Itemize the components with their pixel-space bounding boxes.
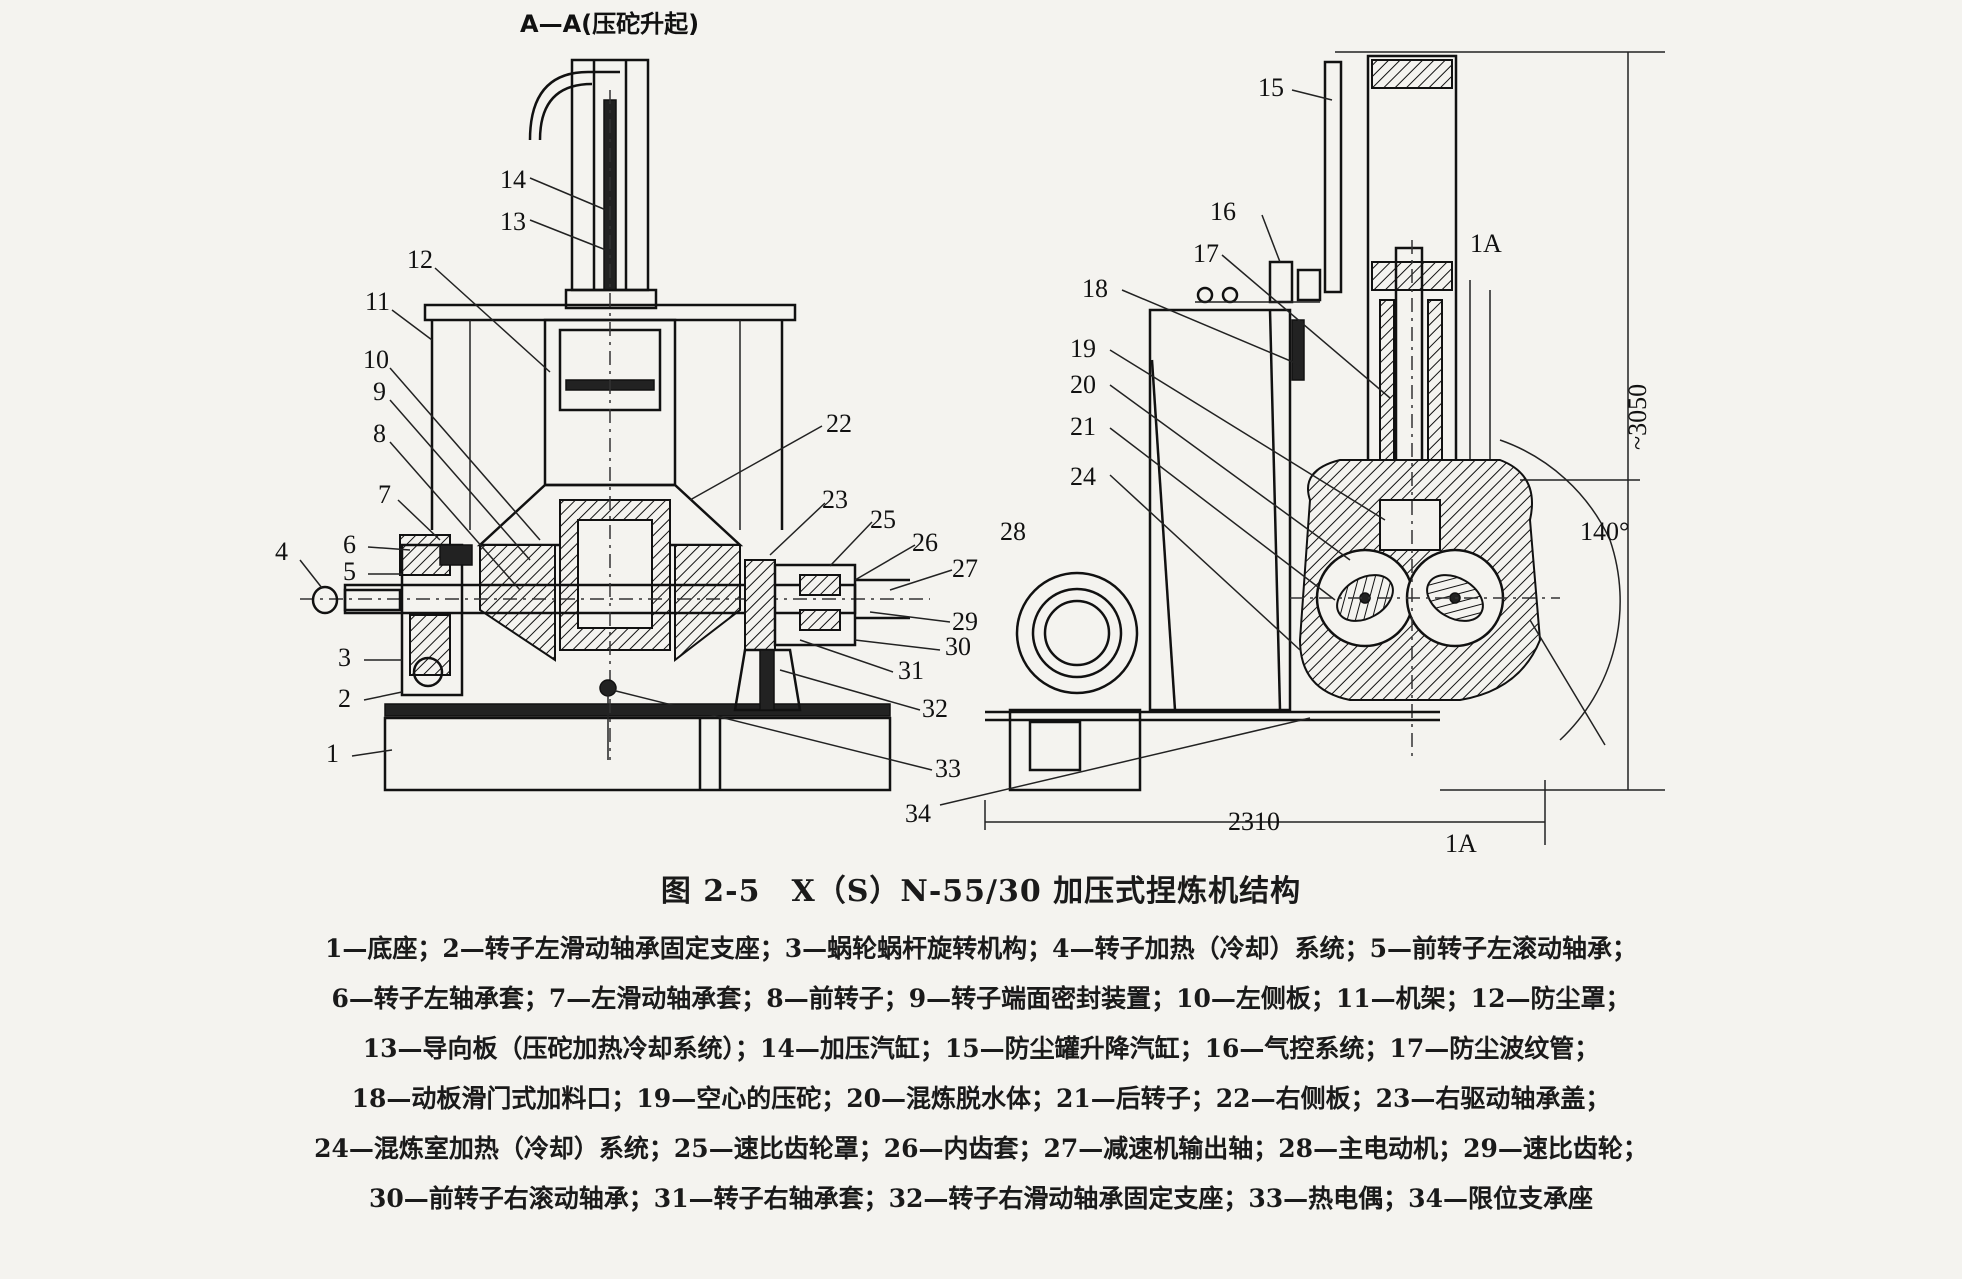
callout-label: 13	[500, 207, 526, 236]
callout-label: 24	[1070, 462, 1096, 491]
main-motor	[1015, 571, 1139, 695]
legend-line: 18—动板滑门式加料口；19—空心的压砣；20—混炼脱水体；21—后转子；22—…	[351, 1084, 1611, 1113]
base-plate	[384, 703, 891, 717]
callout-label: 23	[822, 485, 848, 514]
worm-gear	[412, 656, 444, 688]
heating-inlet	[311, 585, 339, 615]
callout-label: 16	[1210, 197, 1236, 226]
legend-line: 6—转子左轴承套；7—左滑动轴承套；8—前转子；9—转子端面密封装置；10—左侧…	[331, 984, 1631, 1013]
machine-drawing: A—A(压砣升起)	[275, 10, 1665, 858]
legend-line: 24—混炼室加热（冷却）系统；25—速比齿轮罩；26—内齿套；27—减速机输出轴…	[314, 1134, 1648, 1163]
legend-line: 13—导向板（压砣加热冷却系统）；14—加压汽缸；15—防尘罐升降汽缸；16—气…	[362, 1034, 1600, 1063]
callout-label: 15	[1258, 73, 1284, 102]
callout-label: 30	[945, 632, 971, 661]
right-bearing-seat	[733, 648, 802, 712]
callout-label: 29	[952, 607, 978, 636]
callout-label: 1	[326, 739, 339, 768]
callout-label: 8	[373, 419, 386, 448]
right-bearing-cover	[744, 559, 776, 651]
callout-label: 9	[373, 377, 386, 406]
callout-label: 6	[343, 530, 356, 559]
callout-label: 21	[1070, 412, 1096, 441]
angle-label: 140°	[1580, 517, 1629, 546]
left-section-view: A—A(压砣升起)	[300, 10, 930, 792]
base	[383, 716, 892, 792]
callout-label: 4	[275, 537, 288, 566]
callout-label: 7	[378, 480, 391, 509]
parts-legend: 1—底座；2—转子左滑动轴承固定支座；3—蜗轮蜗杆旋转机构；4—转子加热（冷却）…	[0, 924, 1962, 1224]
callout-label: 27	[952, 554, 978, 583]
callout-label: 2	[338, 684, 351, 713]
callout-label: 28	[1000, 517, 1026, 546]
figure-caption: 图 2-5 X（S）N-55/30 加压式捏炼机结构	[660, 874, 1302, 909]
dust-cover-cylinder	[1323, 60, 1343, 294]
callout-label: 18	[1082, 274, 1108, 303]
air-control-valve	[1268, 260, 1294, 304]
legend-line: 1—底座；2—转子左滑动轴承固定支座；3—蜗轮蜗杆旋转机构；4—转子加热（冷却）…	[325, 934, 1637, 963]
right-callouts: 15 16 17 18 19 20 21 24 28 34	[905, 73, 1391, 828]
legend-line: 30—前转子右滚动轴承；31—转子右轴承套；32—转子右滑动轴承固定支座；33—…	[369, 1184, 1593, 1213]
callout-label: 12	[407, 245, 433, 274]
section-title: A—A(压砣升起)	[520, 10, 699, 38]
callout-label: 5	[343, 557, 356, 586]
callout-label: 22	[826, 409, 852, 438]
callout-label: 33	[935, 754, 961, 783]
left-bearing-seat	[400, 543, 464, 697]
side-frame	[1148, 308, 1292, 712]
callout-label: 20	[1070, 370, 1096, 399]
height-dimension: ~3050	[1623, 384, 1652, 450]
section-mark-top: 1A	[1470, 229, 1502, 258]
callout-label: 10	[363, 345, 389, 374]
left-callouts: 14 13 12 11 10 9 8 7 6 5 4 3 2 1 22 23 2…	[275, 165, 978, 783]
callout-label: 11	[365, 287, 390, 316]
callout-label: 25	[870, 505, 896, 534]
callout-label: 19	[1070, 334, 1096, 363]
door-swing-arc	[1499, 439, 1621, 741]
feed-gate	[1291, 319, 1305, 381]
width-dimension: 2310	[1228, 807, 1280, 836]
callout-label: 31	[898, 656, 924, 685]
right-side-view: ~3050	[984, 51, 1665, 858]
callout-label: 32	[922, 694, 948, 723]
callout-label: 17	[1193, 239, 1219, 268]
callout-label: 3	[338, 643, 351, 672]
ram	[1379, 499, 1441, 551]
section-mark-bottom: 1A	[1445, 829, 1477, 858]
cylinder-air-hose	[528, 70, 620, 141]
callout-label: 14	[500, 165, 526, 194]
motor-base	[1008, 708, 1142, 792]
callout-label: 26	[912, 528, 938, 557]
callout-label: 34	[905, 799, 931, 828]
